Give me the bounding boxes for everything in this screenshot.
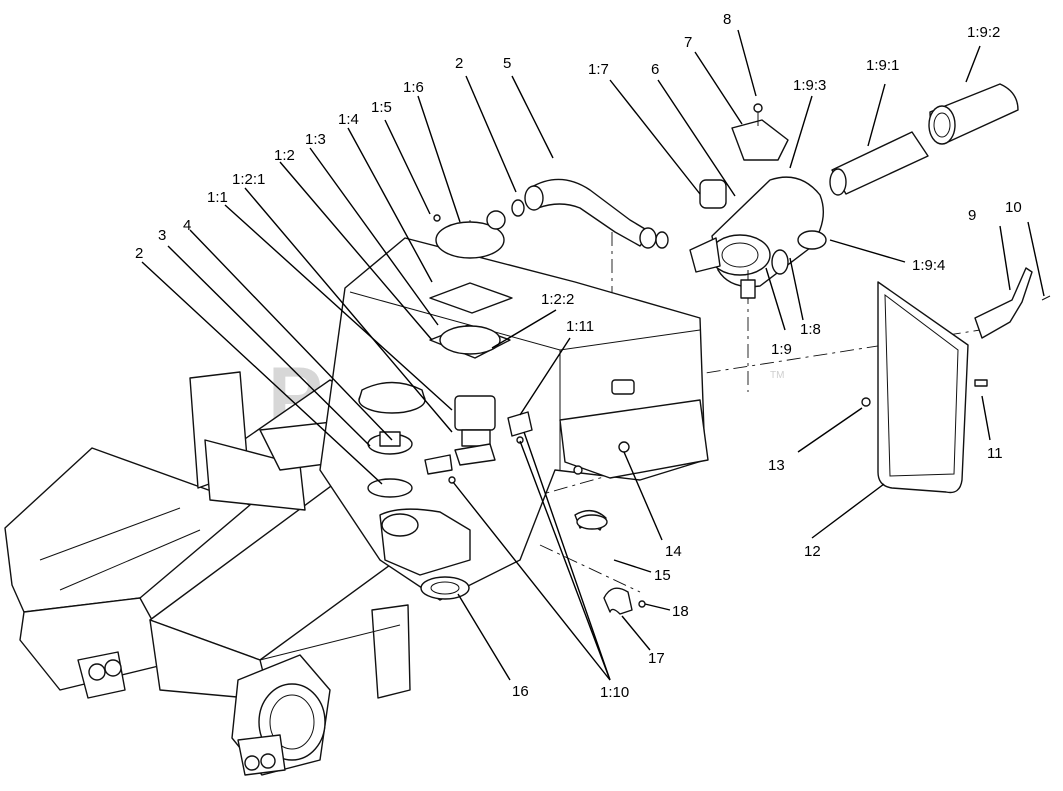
- callout-1-2-1: 1:2:1: [232, 171, 265, 188]
- callout-1-7: 1:7: [588, 61, 609, 78]
- callout-15: 15: [654, 567, 671, 584]
- tank-components: [358, 210, 533, 498]
- heat-shield: [861, 267, 1051, 494]
- callout-9: 9: [968, 207, 976, 224]
- callout-5: 5: [503, 55, 511, 72]
- callout-1-9: 1:9: [771, 341, 792, 358]
- watermark-trademark: TM: [770, 370, 784, 381]
- callout-18: 18: [672, 603, 689, 620]
- lower-tube-parts: [379, 508, 646, 615]
- callout-3: 3: [158, 227, 166, 244]
- leader-lines: [141, 29, 1045, 681]
- callout-1-4: 1:4: [338, 111, 359, 128]
- callout-2-top: 2: [455, 55, 463, 72]
- intake-hose: [511, 178, 669, 249]
- callout-1-10: 1:10: [600, 684, 629, 701]
- callout-1-2: 1:2: [274, 147, 295, 164]
- air-cleaner-assembly: [689, 83, 1019, 300]
- callout-13: 13: [768, 457, 785, 474]
- callout-12: 12: [804, 543, 821, 560]
- callout-4: 4: [183, 217, 191, 234]
- callout-1-6: 1:6: [403, 79, 424, 96]
- callout-16: 16: [512, 683, 529, 700]
- callout-1-8: 1:8: [800, 321, 821, 338]
- callout-17: 17: [648, 650, 665, 667]
- callout-1-9-4: 1:9:4: [912, 257, 945, 274]
- callout-10: 10: [1005, 199, 1022, 216]
- callout-11: 11: [987, 445, 1003, 462]
- callout-1-2-2: 1:2:2: [541, 291, 574, 308]
- callout-1-9-3: 1:9:3: [793, 77, 826, 94]
- callout-14: 14: [665, 543, 682, 560]
- callout-1-3: 1:3: [305, 131, 326, 148]
- callout-8: 8: [723, 11, 731, 28]
- callout-1-5: 1:5: [371, 99, 392, 116]
- callout-1-1: 1:1: [207, 189, 228, 206]
- callout-labels: 2 3 4 1:1 1:2:1 1:2 1:3 1:4 1:5 1:6 2 5 …: [135, 11, 1022, 701]
- callout-1-9-2: 1:9:2: [967, 24, 1000, 41]
- callout-1-11: 1:11: [566, 318, 594, 335]
- callout-6: 6: [651, 61, 659, 78]
- callout-2-left: 2: [135, 245, 143, 262]
- callout-7: 7: [684, 34, 692, 51]
- callout-1-9-1: 1:9:1: [866, 57, 899, 74]
